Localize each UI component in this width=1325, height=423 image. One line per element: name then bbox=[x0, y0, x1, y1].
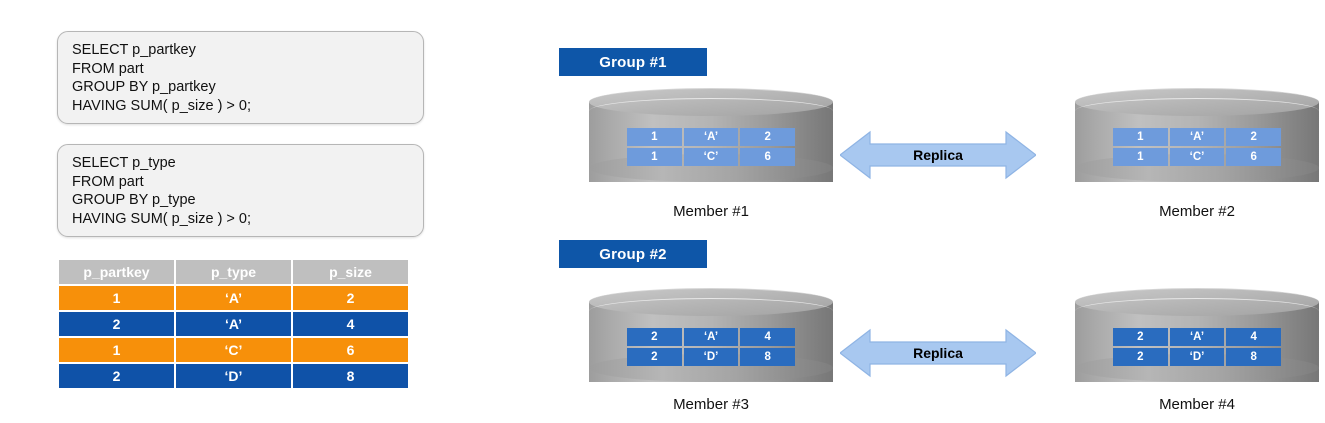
table-cell: 2 bbox=[627, 328, 682, 346]
table-row: 2 ‘D’ 8 bbox=[627, 348, 795, 366]
table-row: 1 ‘A’ 2 bbox=[59, 286, 408, 310]
sql-line: HAVING SUM( p_size ) > 0; bbox=[72, 210, 252, 227]
cylinder-rim-icon bbox=[1075, 298, 1319, 324]
part-data-table: p_partkey p_type p_size 1 ‘A’ 2 2 ‘A’ 4 … bbox=[57, 258, 410, 390]
table-row: 1 ‘C’ 6 bbox=[1113, 148, 1281, 166]
table-cell: ‘A’ bbox=[176, 286, 291, 310]
table-cell: 2 bbox=[627, 348, 682, 366]
cylinder-rim-icon bbox=[589, 98, 833, 124]
database-cylinder-member-3: 2 ‘A’ 4 2 ‘D’ 8 bbox=[589, 288, 833, 396]
sql-line: FROM part bbox=[72, 173, 144, 190]
table-row: 1 ‘A’ 2 bbox=[1113, 128, 1281, 146]
member-label-3: Member #3 bbox=[673, 396, 749, 413]
table-cell: ‘D’ bbox=[1169, 348, 1225, 366]
table-header-row: p_partkey p_type p_size bbox=[59, 260, 408, 284]
sql-line: FROM part bbox=[72, 60, 144, 77]
table-row: 1 ‘A’ 2 bbox=[627, 128, 795, 146]
table-cell: ‘A’ bbox=[683, 328, 739, 346]
table-cell: 8 bbox=[293, 364, 408, 388]
table-cell: 1 bbox=[59, 338, 174, 362]
column-header: p_type bbox=[176, 260, 291, 284]
table-cell: 2 bbox=[293, 286, 408, 310]
table-cell: 1 bbox=[1113, 128, 1168, 146]
sql-line: GROUP BY p_type bbox=[72, 192, 196, 208]
column-header: p_partkey bbox=[59, 260, 174, 284]
group-badge-2: Group #2 bbox=[559, 240, 707, 268]
table-cell: 1 bbox=[627, 128, 682, 146]
sql-line: HAVING SUM( p_size ) > 0; bbox=[72, 97, 252, 114]
table-cell: 1 bbox=[1113, 148, 1168, 166]
table-row: 1 ‘C’ 6 bbox=[59, 338, 408, 362]
table-cell: 4 bbox=[293, 312, 408, 336]
member-data-table: 1 ‘A’ 2 1 ‘C’ 6 bbox=[1111, 126, 1283, 168]
cylinder-rim-icon bbox=[589, 298, 833, 324]
table-cell: 1 bbox=[59, 286, 174, 310]
table-cell: 2 bbox=[1226, 128, 1281, 146]
table-cell: ‘A’ bbox=[683, 128, 739, 146]
member-data-table: 2 ‘A’ 4 2 ‘D’ 8 bbox=[1111, 326, 1283, 368]
table-cell: 8 bbox=[1226, 348, 1281, 366]
member-data-table: 1 ‘A’ 2 1 ‘C’ 6 bbox=[625, 126, 797, 168]
sql-line: SELECT p_partkey bbox=[72, 42, 196, 58]
table-cell: 2 bbox=[1113, 328, 1168, 346]
table-cell: 2 bbox=[59, 312, 174, 336]
database-cylinder-member-2: 1 ‘A’ 2 1 ‘C’ 6 bbox=[1075, 88, 1319, 196]
replica-arrow-group-2: Replica bbox=[840, 326, 1036, 380]
table-cell: 8 bbox=[740, 348, 795, 366]
group-badge-label: Group #2 bbox=[599, 245, 667, 263]
member-data-table: 2 ‘A’ 4 2 ‘D’ 8 bbox=[625, 326, 797, 368]
double-arrow-icon bbox=[840, 130, 1036, 180]
double-arrow-icon bbox=[840, 328, 1036, 378]
table-cell: 4 bbox=[1226, 328, 1281, 346]
table-cell: 1 bbox=[627, 148, 682, 166]
table-row: 2 ‘A’ 4 bbox=[1113, 328, 1281, 346]
table-row: 2 ‘A’ 4 bbox=[627, 328, 795, 346]
cylinder-rim-icon bbox=[1075, 98, 1319, 124]
table-cell: 6 bbox=[740, 148, 795, 166]
replica-label: Replica bbox=[913, 345, 963, 361]
table-cell: 4 bbox=[740, 328, 795, 346]
table-cell: ‘D’ bbox=[683, 348, 739, 366]
table-cell: 2 bbox=[59, 364, 174, 388]
sql-line: GROUP BY p_partkey bbox=[72, 79, 216, 95]
table-cell: ‘D’ bbox=[176, 364, 291, 388]
group-badge-1: Group #1 bbox=[559, 48, 707, 76]
database-cylinder-member-4: 2 ‘A’ 4 2 ‘D’ 8 bbox=[1075, 288, 1319, 396]
table-cell: 2 bbox=[740, 128, 795, 146]
member-label-1: Member #1 bbox=[673, 203, 749, 220]
replica-label: Replica bbox=[913, 147, 963, 163]
table-cell: 6 bbox=[293, 338, 408, 362]
table-row: 1 ‘C’ 6 bbox=[627, 148, 795, 166]
table-row: 2 ‘A’ 4 bbox=[59, 312, 408, 336]
table-cell: ‘A’ bbox=[1169, 128, 1225, 146]
database-cylinder-member-1: 1 ‘A’ 2 1 ‘C’ 6 bbox=[589, 88, 833, 196]
table-row: 2 ‘D’ 8 bbox=[1113, 348, 1281, 366]
member-label-4: Member #4 bbox=[1159, 396, 1235, 413]
table-cell: 2 bbox=[1113, 348, 1168, 366]
sql-query-box-partkey: SELECT p_partkey FROM part GROUP BY p_pa… bbox=[57, 31, 424, 124]
group-badge-label: Group #1 bbox=[599, 53, 667, 71]
table-cell: ‘C’ bbox=[683, 148, 739, 166]
table-cell: ‘C’ bbox=[1169, 148, 1225, 166]
sql-line: SELECT p_type bbox=[72, 155, 176, 171]
member-label-2: Member #2 bbox=[1159, 203, 1235, 220]
table-cell: ‘A’ bbox=[1169, 328, 1225, 346]
table-cell: ‘A’ bbox=[176, 312, 291, 336]
table-row: 2 ‘D’ 8 bbox=[59, 364, 408, 388]
table-cell: ‘C’ bbox=[176, 338, 291, 362]
table-cell: 6 bbox=[1226, 148, 1281, 166]
sql-query-box-type: SELECT p_type FROM part GROUP BY p_type … bbox=[57, 144, 424, 237]
replica-arrow-group-1: Replica bbox=[840, 128, 1036, 182]
column-header: p_size bbox=[293, 260, 408, 284]
